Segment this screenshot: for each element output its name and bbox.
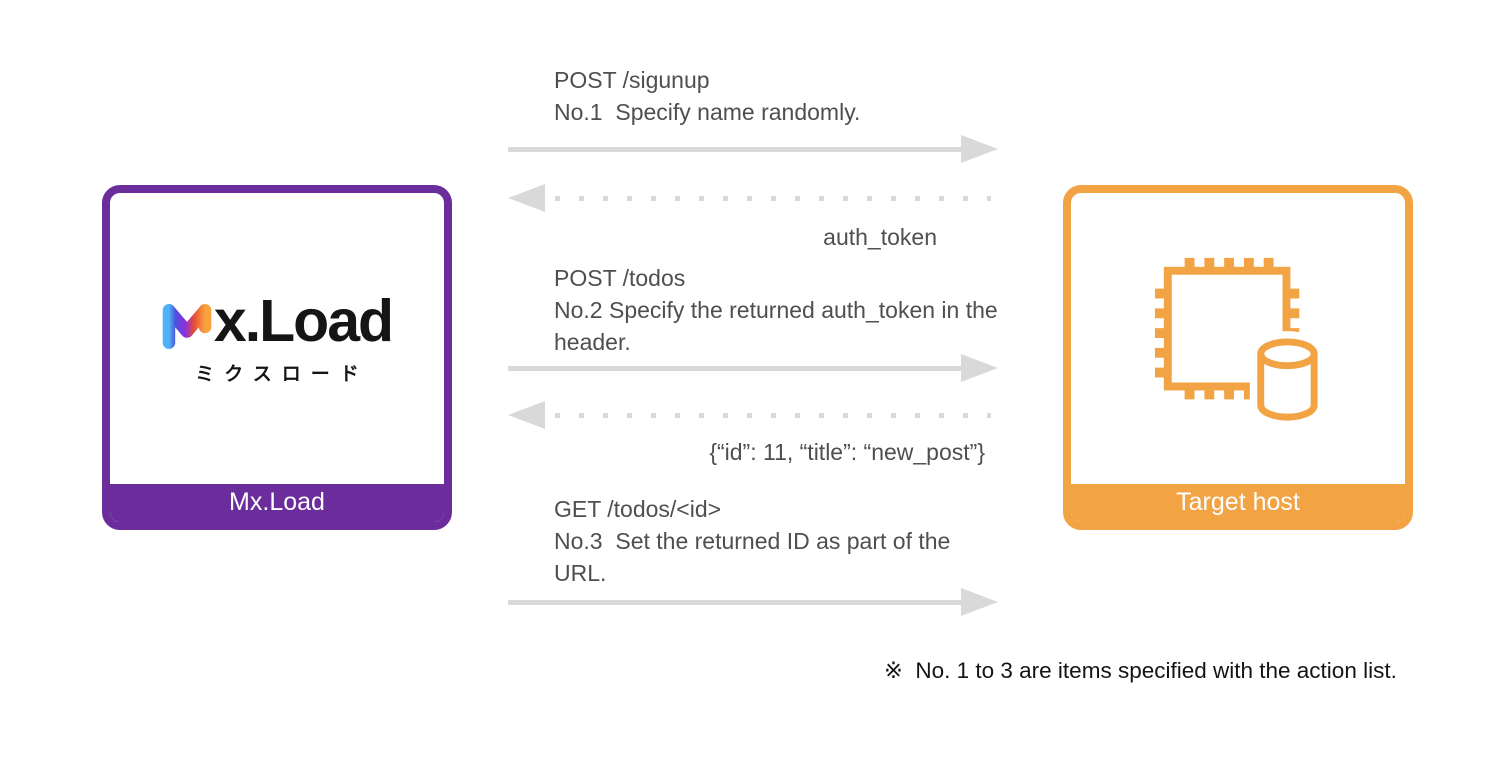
request-arrow-3: [508, 588, 998, 616]
arrow-head: [961, 588, 998, 616]
mxload-m-icon: [162, 303, 212, 349]
mxload-box-body: x.Load ミクスロード: [110, 193, 444, 484]
footnote: ※ No. 1 to 3 are items specified with th…: [884, 658, 1397, 683]
arrow-head: [508, 401, 545, 429]
arrow-shaft: [508, 146, 964, 152]
arrow-shaft: [508, 599, 964, 605]
request-arrow-2: [508, 354, 998, 382]
arrow-shaft: [555, 412, 991, 418]
response-label-json: {“id”: 11, “title”: “new_post”}: [709, 439, 985, 465]
mxload-box: x.Load ミクスロード Mx.Load: [102, 185, 452, 530]
arrow-shaft: [508, 365, 964, 371]
mxload-wordmark: x.Load: [213, 287, 394, 354]
target-host-box: Target host: [1063, 185, 1413, 530]
chip-database-icon: [1154, 257, 1326, 425]
message-3-text: GET /todos/<id> No.3 Set the returned ID…: [554, 496, 951, 586]
message-2-text: POST /todos No.2 Specify the returned au…: [554, 265, 998, 355]
arrow-head: [508, 184, 545, 212]
mxload-box-label: Mx.Load: [110, 484, 444, 522]
target-host-box-label: Target host: [1071, 484, 1405, 522]
mxload-logo: x.Load: [162, 287, 394, 354]
arrow-shaft: [555, 195, 991, 201]
arrow-head: [961, 135, 998, 163]
response-arrow-1: [508, 184, 991, 212]
response-label-auth-token: auth_token: [823, 224, 937, 250]
message-1-text: POST /sigunup No.1 Specify name randomly…: [554, 67, 861, 125]
arrow-head: [961, 354, 998, 382]
target-host-box-body: [1071, 193, 1405, 484]
mxload-logo-subtext: ミクスロード: [195, 363, 369, 385]
request-arrow-1: [508, 135, 998, 163]
response-arrow-2: [508, 401, 991, 429]
